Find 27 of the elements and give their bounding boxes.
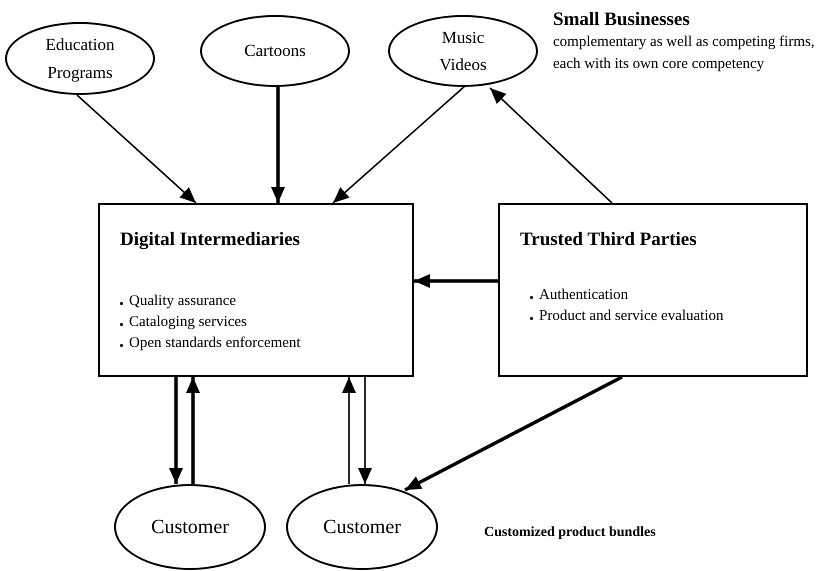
bullet-item: Open standards enforcement bbox=[120, 335, 301, 352]
node-label: Education Programs bbox=[44, 34, 116, 84]
note-text: Customized product bundles bbox=[484, 524, 656, 542]
bullet-item: Cataloging services bbox=[120, 314, 247, 331]
process-box bbox=[498, 203, 808, 377]
node-label: Customer bbox=[151, 515, 229, 540]
arrow bbox=[76, 94, 197, 204]
arrow bbox=[358, 377, 372, 484]
box-heading: Digital Intermediaries bbox=[120, 229, 300, 251]
arrow bbox=[342, 377, 356, 484]
bullet-item: Quality assurance bbox=[120, 293, 236, 310]
arrow bbox=[186, 377, 200, 484]
arrow bbox=[271, 87, 285, 203]
node-label: Cartoons bbox=[244, 40, 306, 62]
arrow bbox=[169, 377, 183, 484]
description-text: complementary as well as competing firms, each with its own core competency bbox=[553, 33, 816, 74]
arrow bbox=[332, 85, 466, 204]
node-label: Music Videos bbox=[438, 26, 488, 76]
node-label: Customer bbox=[323, 515, 401, 540]
arrow bbox=[414, 274, 498, 288]
arrow bbox=[489, 87, 613, 204]
box-heading: Trusted Third Parties bbox=[520, 229, 697, 251]
process-box bbox=[98, 203, 414, 377]
bullet-item: Product and service evaluation bbox=[530, 308, 724, 325]
section-heading: Small Businesses bbox=[553, 8, 690, 32]
bullet-item: Authentication bbox=[530, 287, 628, 304]
arrow bbox=[404, 375, 623, 492]
